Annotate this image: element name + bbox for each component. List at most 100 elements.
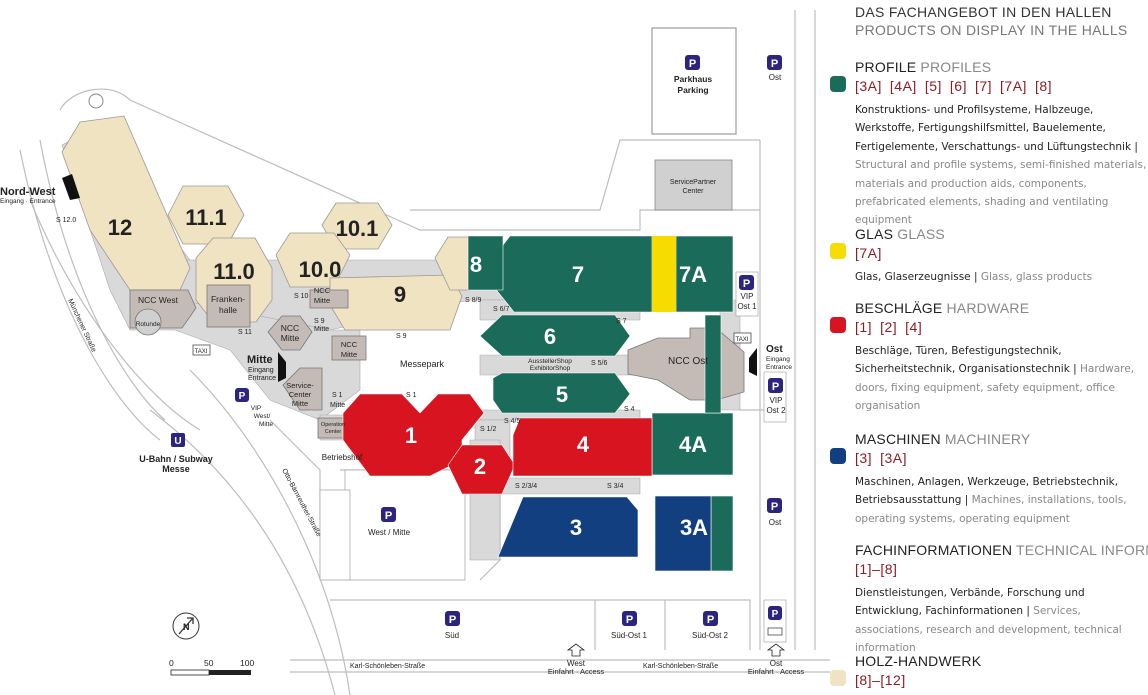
hall-4-label: 4: [577, 432, 590, 457]
legend-halls-profile: [3A][4A][5][6][7][7A][8]: [855, 78, 1053, 94]
parking-ost-mid-label: Ost: [769, 518, 782, 527]
legend-desc-glass: Glas, Glaserzeugnisse | Glass, glass pro…: [855, 271, 1093, 283]
parking-icon-vip-ost1: [739, 275, 754, 290]
parking-icon-ost-top: [767, 55, 782, 70]
hall-3a-label: 3A: [680, 515, 708, 540]
gate-s1-2: S 1/2: [480, 426, 496, 433]
service-center-label-2: Center: [289, 390, 312, 399]
legend-head-profile-de: PROFILE: [855, 59, 917, 75]
parking-icon-ost-top-letter: P: [771, 58, 778, 70]
hall-3: [497, 496, 639, 558]
legend-head-wood-de: HOLZ-HANDWERK: [855, 653, 982, 669]
exhibition-site-map: 12 11.1 10.1 11.0 10.0 9 8 7 7A 6 5 1 2 …: [0, 10, 830, 695]
gate-s4: S 4: [624, 406, 635, 413]
parking-sued-label: Süd: [445, 631, 459, 640]
ncc-west-label: NCC West: [138, 295, 179, 305]
west-access-label-1: West: [567, 659, 586, 668]
hall-5: [492, 372, 631, 414]
gate-s10: S 10: [294, 293, 309, 300]
parking-icon-vip-ost2: [768, 378, 783, 393]
hall-11-1: [167, 185, 245, 245]
parking-sued-ost1-label: Süd-Ost 1: [611, 631, 648, 640]
ost-access-label-1: Ost: [770, 659, 783, 668]
scale-bar-white: [170, 669, 210, 676]
ncc-mitte-c-label-2: Mitte: [341, 350, 357, 359]
parking-icon-sued-ost1: [622, 611, 637, 626]
street-muenchener: Münchener Straße: [66, 298, 97, 354]
legend-head-machinery-en: MACHINERY: [944, 431, 1031, 447]
ncc-mitte-a-label-1: NCC: [281, 323, 299, 333]
legend-panel: DAS FACHANGEBOT IN DEN HALLEN PRODUCTS O…: [830, 0, 1148, 695]
gate-s1: S 1: [406, 392, 417, 399]
legend-head-glass-en: GLASS: [897, 226, 945, 242]
parkhaus-label-1: Parkhaus: [674, 74, 713, 84]
hall-4a: [651, 412, 734, 476]
mitte-entrance-sub2: Entrance: [248, 375, 276, 382]
hall-10-1-label: 10.1: [336, 216, 379, 241]
legend-swatch-profile: [830, 76, 846, 92]
legend-title-en: PRODUCTS ON DISPLAY IN THE HALLS: [855, 22, 1128, 38]
gate-s1-mitte-1: S 1: [332, 392, 343, 399]
hall-3a-right: [710, 495, 734, 572]
service-center-mitte: [282, 367, 323, 411]
hall-4: [512, 417, 653, 477]
parking-west-mitte-label: West / Mitte: [368, 528, 411, 537]
legend-head-profile-en: PROFILES: [920, 59, 992, 75]
gate-s2-3-4: S 2/3/4: [515, 483, 537, 490]
hall-11-0-label: 11.0: [213, 259, 255, 284]
parking-icon-vip-west: [235, 388, 249, 402]
hall-8-green: [467, 235, 504, 291]
vip-ost2-label-2: Ost 2: [766, 406, 786, 415]
hall-10-0-label: 10.0: [299, 257, 342, 282]
hall-5-label: 5: [556, 382, 568, 407]
nordwest-entrance-sub: Eingang · Entrance: [0, 198, 56, 205]
vip-west-label-1: VIP: [251, 405, 261, 412]
profile-halls: [467, 235, 734, 572]
exhibitor-shop-label-2: ExhibitorShop: [530, 365, 571, 372]
street-karl-west: Karl-Schönleben-Straße: [350, 663, 425, 670]
legend-halls-hardware: [1][2][4]: [855, 319, 923, 335]
parking-icon-vip-ost2-letter: P: [772, 381, 779, 393]
service-center-label-1: Service-: [286, 381, 314, 390]
parking-icon-ost-mid: [767, 498, 782, 513]
legend-halls-glass: [7A]: [855, 245, 882, 261]
legend-desc-machinery: Maschinen, Anlagen, Werkzeuge, Betriebst…: [855, 476, 1127, 525]
gate-s4-5: S 4/5: [504, 418, 520, 425]
operation-center-label-1: Operation: [321, 422, 345, 428]
legend-head-hardware-de: BESCHLÄGE: [855, 300, 943, 316]
parking-ost-top-label: Ost: [769, 73, 782, 82]
vip-ost1-label-1: VIP: [741, 292, 754, 301]
legend-head-glass-de: GLAS: [855, 226, 894, 242]
ost-entrance-sub1: Eingang: [766, 356, 790, 363]
exhibitor-shop-label-1: AusstellerShop: [528, 358, 572, 365]
hall-6: [479, 314, 631, 357]
roundabout: [88, 93, 104, 109]
hall-9-label: 9: [394, 282, 406, 307]
legend-halls-machinery: [3][3A]: [855, 450, 907, 466]
rotunde: [134, 308, 162, 336]
gate-s7: S 7: [616, 318, 627, 325]
hall-7: [481, 235, 653, 313]
gate-s11: S 11: [238, 329, 252, 336]
hall-10-0: [275, 232, 351, 288]
hall-2-label: 2: [474, 454, 486, 479]
parking-icon-sued-ost1-letter: P: [626, 614, 633, 626]
legend-swatch-hardware: [830, 317, 846, 333]
vip-west-label-3: Mitte: [259, 421, 273, 428]
west-access-label-2: Einfahrt · Access: [548, 667, 605, 676]
parking-markers: P P Ost P VIP Ost 1 P VIP Ost 2 P Ost P …: [235, 55, 787, 643]
parking-icon-vip-ost1-letter: P: [743, 278, 750, 290]
ncc-mitte-a: [267, 315, 313, 351]
legend-halls-wood: [8]–[12]: [855, 672, 906, 688]
vip-ost1-label-2: Ost 1: [737, 302, 757, 311]
rotunde-label: Rotunde: [136, 321, 161, 328]
hall-7a-strip: [704, 314, 722, 414]
scale-label-100: 100: [240, 658, 254, 668]
legend-desc-info: Dienstleistungen, Verbände, Forschung un…: [855, 587, 1122, 655]
taxi-sign-ost: TAXI: [736, 337, 749, 343]
gate-s6-7: S 6/7: [493, 306, 509, 313]
parking-icon-west-mitte: [381, 507, 396, 522]
hall-3-label: 3: [570, 515, 582, 540]
ncc-mitte-b-label-1: NCC: [314, 286, 331, 295]
subway-label-1: U-Bahn / Subway: [139, 454, 213, 464]
